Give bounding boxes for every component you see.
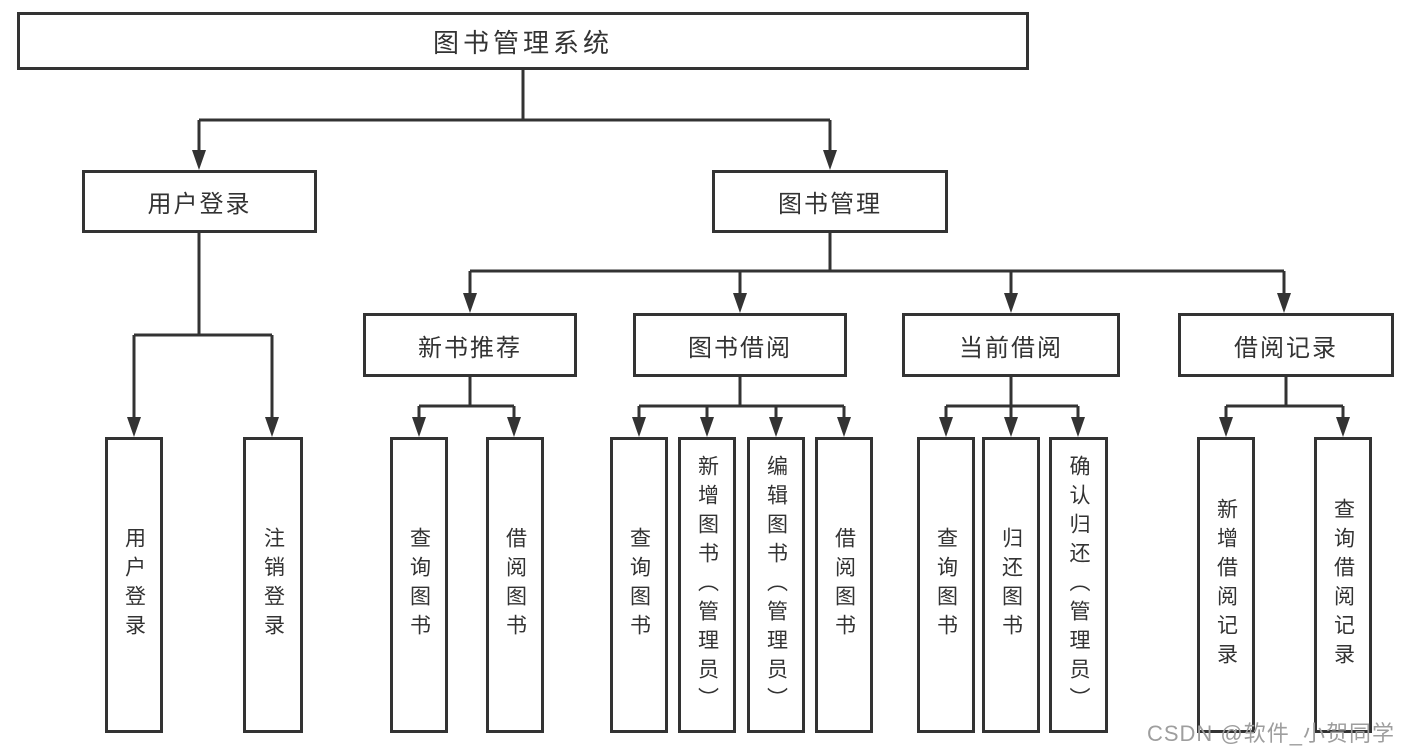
leaf-logout-login: 注销登录 [243, 437, 303, 733]
node-current-borrow: 当前借阅 [902, 313, 1120, 377]
leaf-borrow-book-recommend: 借阅图书 [486, 437, 544, 733]
connector-book-management-to-level3 [463, 233, 1291, 313]
node-book-borrow: 图书借阅 [633, 313, 847, 377]
leaf-add-book-admin: 新增图书（管理员） [678, 437, 736, 733]
leaf-query-borrow-record: 查询借阅记录 [1314, 437, 1372, 733]
leaf-query-book-recommend: 查询图书 [390, 437, 448, 733]
leaf-borrow-book: 借阅图书 [815, 437, 873, 733]
node-new-book-recommend: 新书推荐 [363, 313, 577, 377]
node-root-library-management-system: 图书管理系统 [17, 12, 1029, 70]
node-borrow-records: 借阅记录 [1178, 313, 1394, 377]
csdn-watermark: CSDN @软件_小贺同学 [1146, 721, 1395, 746]
connector-root-to-level2 [192, 70, 837, 170]
leaf-return-book: 归还图书 [982, 437, 1040, 733]
connector-user-login-to-leaves [127, 233, 279, 437]
leaf-add-borrow-record: 新增借阅记录 [1197, 437, 1255, 733]
leaf-query-book-borrow: 查询图书 [610, 437, 668, 733]
connector-book-borrow-to-leaves [632, 377, 851, 437]
connector-new-book-recommend-to-leaves [412, 377, 521, 437]
leaf-query-book-current: 查询图书 [917, 437, 975, 733]
node-user-login: 用户登录 [82, 170, 317, 233]
node-book-management: 图书管理 [712, 170, 948, 233]
leaf-user-login: 用户登录 [105, 437, 163, 733]
leaf-confirm-return-admin: 确认归还（管理员） [1049, 437, 1108, 733]
connector-borrow-records-to-leaves [1219, 377, 1350, 437]
leaf-edit-book-admin: 编辑图书（管理员） [747, 437, 805, 733]
connector-current-borrow-to-leaves [939, 377, 1085, 437]
